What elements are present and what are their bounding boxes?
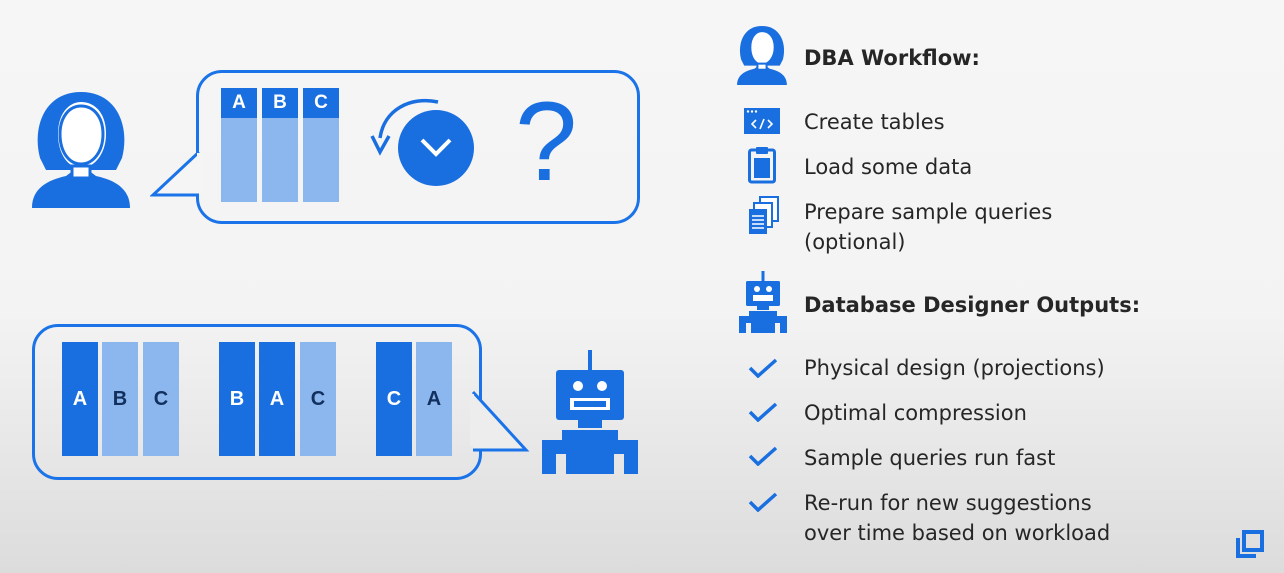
dba-workflow-heading: DBA Workflow: bbox=[804, 46, 980, 70]
designer-item-rerun: Re-run for new suggestions bbox=[804, 491, 1092, 515]
projection-3-col-1: C bbox=[376, 342, 412, 456]
top-speech-bubble bbox=[196, 70, 640, 224]
person-icon bbox=[32, 92, 130, 208]
table-header-a: A bbox=[221, 88, 257, 118]
designer-item-rerun-line2: over time based on workload bbox=[804, 521, 1111, 545]
dba-person-icon bbox=[737, 26, 787, 85]
dba-item-sample-queries: Prepare sample queries bbox=[804, 200, 1053, 224]
bottom-speech-bubble bbox=[32, 324, 482, 480]
checkmark-icon bbox=[748, 446, 778, 466]
dba-item-sample-queries-note: (optional) bbox=[804, 230, 906, 254]
corner-logo-icon bbox=[1236, 530, 1264, 558]
designer-item-physical-design: Physical design (projections) bbox=[804, 356, 1105, 380]
robot-icon bbox=[542, 350, 638, 474]
projection-3-col-2: A bbox=[416, 342, 452, 456]
clipboard-icon bbox=[748, 147, 776, 184]
designer-outputs-heading: Database Designer Outputs: bbox=[804, 293, 1141, 317]
table-header-b: B bbox=[262, 88, 298, 118]
bottom-bubble-tail bbox=[470, 390, 530, 452]
designer-item-compression: Optimal compression bbox=[804, 401, 1027, 425]
projection-2-col-3: C bbox=[300, 342, 336, 456]
checkmark-icon bbox=[748, 492, 778, 512]
table-header-c: C bbox=[303, 88, 339, 118]
checkmark-icon bbox=[748, 358, 778, 378]
dba-item-create-tables: Create tables bbox=[804, 110, 945, 134]
dba-item-load-data: Load some data bbox=[804, 155, 973, 179]
designer-robot-icon bbox=[739, 271, 787, 333]
code-window-icon bbox=[744, 108, 780, 134]
top-bubble-tail bbox=[150, 150, 202, 197]
designer-item-queries-fast: Sample queries run fast bbox=[804, 446, 1056, 470]
projection-2-col-1: B bbox=[219, 342, 255, 456]
projection-2-col-2: A bbox=[259, 342, 295, 456]
projection-1-col-3: C bbox=[143, 342, 179, 456]
refresh-clock-icon bbox=[370, 99, 474, 186]
projection-1-col-2: B bbox=[102, 342, 138, 456]
projection-1-col-1: A bbox=[62, 342, 98, 456]
checkmark-icon bbox=[748, 402, 778, 422]
documents-icon bbox=[749, 196, 779, 234]
question-mark-icon: ? bbox=[515, 79, 578, 204]
